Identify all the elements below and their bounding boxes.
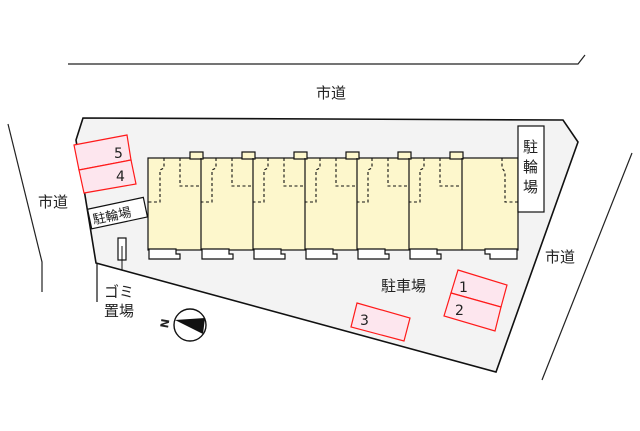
right-road-edge bbox=[541, 152, 633, 381]
top-road-edge bbox=[68, 54, 586, 65]
garbage-label-line-1: ゴミ bbox=[104, 283, 134, 301]
parking-space-1-label: 1 bbox=[459, 280, 468, 296]
apartment-building bbox=[147, 151, 519, 260]
parking-space-5-label: 5 bbox=[114, 146, 123, 162]
left-road-label: 市道 bbox=[38, 193, 68, 211]
compass-north-label: N bbox=[158, 318, 172, 329]
parking-space-3 bbox=[350, 302, 411, 342]
bicycle-parking-right-char-1: 駐 bbox=[523, 138, 538, 156]
left-road-edge bbox=[7, 123, 43, 292]
right-road-label: 市道 bbox=[545, 248, 575, 266]
parking-spaces-right: 1 2 3 bbox=[350, 269, 508, 342]
parking-space-4-label: 4 bbox=[116, 169, 125, 185]
bicycle-parking-right-char-2: 輪 bbox=[523, 158, 538, 176]
garbage-label-line-2: 置場 bbox=[104, 302, 134, 320]
bicycle-parking-left-label: 駐輪場 bbox=[91, 204, 132, 228]
bicycle-parking-right-char-3: 場 bbox=[523, 178, 538, 196]
compass-icon: N bbox=[158, 308, 207, 342]
road-lines bbox=[7, 54, 633, 381]
parking-space-3-label: 3 bbox=[360, 313, 369, 329]
garbage-area: ゴミ 置場 bbox=[104, 237, 134, 320]
bicycle-parking-right: 駐 輪 場 bbox=[517, 125, 545, 213]
parking-space-2 bbox=[443, 292, 502, 332]
bicycle-parking-left: 駐輪場 bbox=[86, 196, 149, 230]
top-road-label: 市道 bbox=[316, 84, 346, 102]
parking-spaces-left: 5 4 bbox=[73, 134, 137, 194]
parking-space-4 bbox=[78, 159, 137, 194]
parking-lot-label: 駐車場 bbox=[381, 277, 426, 295]
parking-space-2-label: 2 bbox=[455, 303, 464, 319]
